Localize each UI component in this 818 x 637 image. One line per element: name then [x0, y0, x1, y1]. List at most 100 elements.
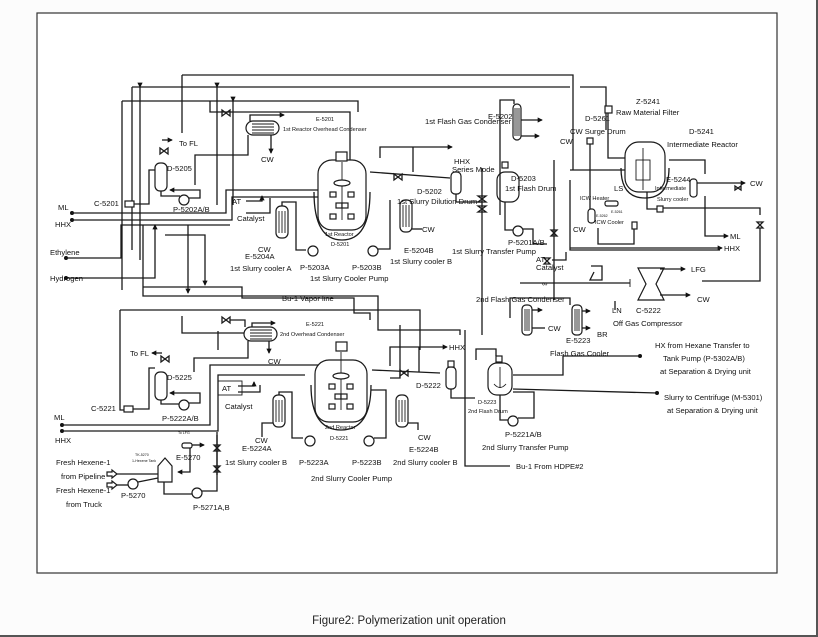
- flash-drum-2-label: 2nd Flash Drum: [468, 409, 508, 415]
- p5203b-label: P-5203B: [352, 263, 382, 272]
- tk5270-label: TK-5270: [135, 453, 149, 457]
- cw-cond2-label: CW: [548, 324, 561, 333]
- fresh-hexene-pipeline-1: Fresh Hexene-1: [56, 458, 110, 467]
- first-reactor-overhead-condenser: E-5201 1st Reactor Overhead Condenser CW: [194, 112, 367, 185]
- cw-e5202: CW: [560, 137, 573, 146]
- ml-label-2: ML: [54, 413, 65, 422]
- flash-drum-1-label: 1st Flash Drum: [505, 184, 556, 193]
- cw-offgas-label: CW: [697, 295, 710, 304]
- e5204a-label: E-5204A: [245, 252, 275, 261]
- valve-top-1: [221, 108, 231, 118]
- d5225-drum: To FL D-5225 P-5222A/B C-5221: [91, 349, 201, 423]
- reactor2-name: 2nd Reactor: [325, 425, 356, 431]
- offgas-section: LFG CW ∞ LN C-5222 Off Gas Compressor 2n…: [476, 265, 710, 358]
- cooler-1b-label: 1st Slurry cooler B: [390, 257, 452, 266]
- e5202-name: 1st Flash Gas Condenser: [425, 117, 512, 126]
- dilution-drum-label: 1st Slurry Dilution Drum: [397, 197, 477, 206]
- figure-caption: Figure2: Polymerization unit operation: [0, 615, 818, 627]
- d5241-label: D-5241: [689, 127, 714, 136]
- series-mode-label: Series Mode: [452, 165, 495, 174]
- first-slurry-coolers: AT Catalyst CW E-5204A 1st Slurry cooler…: [230, 195, 452, 283]
- hhx-int-label: HHX: [724, 244, 740, 253]
- intermediate-section: E-5202 1st Flash Gas Condenser CW Z-5241…: [425, 97, 765, 282]
- ml-label-1: ML: [58, 203, 69, 212]
- e5202-tag: E-5202: [488, 112, 513, 121]
- d5205-drum: To FL D-5205 P-5202A/B C-5201: [94, 137, 210, 214]
- hhx-label-1: HHX: [55, 220, 71, 229]
- c5221-label: C-5221: [91, 404, 116, 413]
- hexene-tank-name: 1-Hexene Tank: [132, 459, 156, 463]
- flash-gas-cooler-label: Flash Gas Cooler: [550, 349, 610, 358]
- first-reactor-d5201: 1st Reactor D-5201: [313, 151, 371, 248]
- outputs: HX from Hexane Transfer to Tank Pump (P-…: [464, 330, 763, 471]
- fresh-hexene-pipeline-2: from Pipeline: [61, 472, 105, 481]
- d5202-label: D-5202: [417, 187, 442, 196]
- top-header-lines: [121, 74, 607, 290]
- cw-condenser-2: CW: [268, 357, 281, 366]
- dilution-and-flash-1: HHX Series Mode D-5202 1st Slurry Diluti…: [369, 144, 559, 335]
- e5261-label: E-5261: [611, 210, 623, 214]
- e5223-label: E-5223: [566, 336, 591, 345]
- hx-line2: Tank Pump (P-5302A/B): [663, 354, 745, 363]
- hhx-label-2nd: HHX: [449, 343, 465, 352]
- e5244-label: E-5244: [666, 175, 691, 184]
- ls-label: LS: [614, 184, 623, 193]
- sight-glass-label: ∞: [542, 279, 547, 288]
- p5223a-label: P-5223A: [299, 458, 329, 467]
- e5224b-label: E-5224B: [409, 445, 439, 454]
- d5225-label: D-5225: [167, 373, 192, 382]
- cooler-2a-label: 1st Slurry cooler B: [225, 458, 287, 467]
- p5271-label: P-5271A,B: [193, 503, 230, 512]
- d5222-label: D-5222: [416, 381, 441, 390]
- p5203a-label: P-5203A: [300, 263, 330, 272]
- hhx-label-2: HHX: [55, 436, 71, 445]
- bu1-hdpe-label: Bu-1 From HDPE#2: [516, 462, 584, 471]
- catalyst-label-2: Catalyst: [225, 402, 253, 411]
- reactor1-name: 1st Reactor: [325, 232, 354, 238]
- cw-condenser-1: CW: [261, 155, 274, 164]
- at-int-label: AT: [536, 255, 546, 264]
- d5261-label: D-5261: [585, 114, 610, 123]
- cw-out-label: CW: [750, 179, 763, 188]
- cooler-2b-label: 2nd Slurry cooler B: [393, 458, 458, 467]
- figure-label: Figure2:: [312, 615, 355, 627]
- hx-line3: at Separation & Drying unit: [660, 367, 752, 376]
- d5203-label: D-5203: [511, 174, 536, 183]
- ml-int-label: ML: [730, 232, 741, 241]
- catalyst-int-label: Catalyst: [536, 263, 564, 272]
- p5201-label: P-5201A/B: [508, 238, 545, 247]
- p5270-label: P-5270: [121, 491, 146, 500]
- cw-cooler-1a: CW: [258, 245, 271, 254]
- e5201-name: 1st Reactor Overhead Condenser: [283, 127, 367, 133]
- e5204b-label: E-5204B: [404, 246, 434, 255]
- transfer-pump-2-label: 2nd Slurry Transfer Pump: [482, 443, 569, 452]
- icw-cooler-label: ICW Cooler: [595, 220, 624, 226]
- compressor-label: Off Gas Compressor: [613, 319, 683, 328]
- filter-label: Raw Material Filter: [616, 108, 680, 117]
- br-label: BR: [597, 330, 608, 339]
- p5223b-label: P-5223B: [352, 458, 382, 467]
- transfer-pump-1-label: 1st Slurry Transfer Pump: [452, 247, 536, 256]
- at-label-2: AT: [222, 384, 232, 393]
- p5221-label: P-5221A/B: [505, 430, 542, 439]
- to-fl-label-2: To FL: [130, 349, 149, 358]
- catalyst-label-1: Catalyst: [237, 214, 265, 223]
- flash-gas-cond2-label: 2nd Flash Gas Condenser: [476, 295, 565, 304]
- d5223-label: D-5223: [478, 400, 496, 406]
- e5244-name2: Slurry cooler: [657, 197, 689, 203]
- e5221-tag: E-5221: [306, 322, 324, 328]
- slurry-line2: at Separation & Drying unit: [667, 406, 759, 415]
- cw-cooler-2a: CW: [255, 436, 268, 445]
- fresh-hexene-truck-1: Fresh Hexene-1: [56, 486, 110, 495]
- p5222-label: P-5222A/B: [162, 414, 199, 423]
- cooler-pump-2-label: 2nd Slurry Cooler Pump: [311, 474, 392, 483]
- hhx-label-top: HHX: [454, 157, 470, 166]
- feed-lines-left: ML HHX Ethylene Hydrogen: [50, 189, 340, 297]
- z5241-label: Z-5241: [636, 97, 660, 106]
- cw-icw: CW: [573, 225, 586, 234]
- cooler-1a-label: 1st Slurry cooler A: [230, 264, 293, 273]
- surge-drum-label: CW Surge Drum: [570, 127, 626, 136]
- diagram-border: [36, 12, 778, 574]
- slurry-line1: Slurry to Centrifuge (M-5301): [664, 393, 763, 402]
